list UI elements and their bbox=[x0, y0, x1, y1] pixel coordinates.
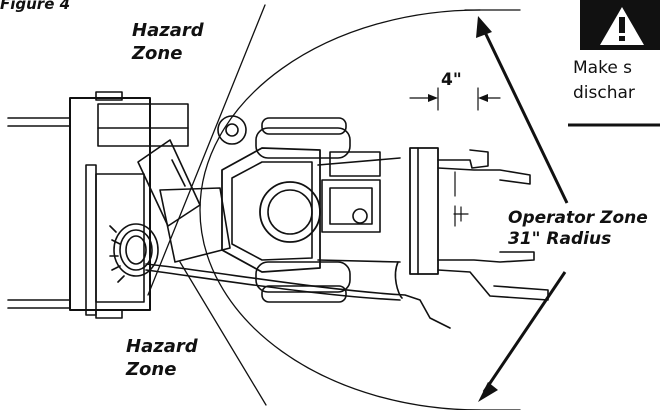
operator-zone-arc bbox=[199, 9, 481, 410]
hazard-zone-bottom-line1: Hazard bbox=[126, 336, 198, 357]
hazard-zone-top-label: Hazard Zone bbox=[132, 20, 204, 65]
discharge-chute bbox=[137, 139, 231, 263]
auger-spiral bbox=[109, 223, 159, 283]
dimension-4in-label: 4" bbox=[441, 70, 462, 90]
operator-zone-label: Operator Zone 31" Radius bbox=[508, 208, 648, 251]
operator-zone-line2: 31" Radius bbox=[508, 229, 612, 250]
hazard-zone-top-line1: Hazard bbox=[132, 20, 204, 41]
figure-label: Figure 4 bbox=[0, 0, 71, 13]
wheels bbox=[255, 117, 351, 303]
hazard-line-top bbox=[147, 4, 266, 296]
engine bbox=[221, 147, 381, 273]
warning-triangle-icon bbox=[580, 0, 660, 50]
hazard-zone-bottom-line2: Zone bbox=[126, 358, 177, 380]
hazard-zone-top-line2: Zone bbox=[132, 42, 183, 64]
control-cable bbox=[145, 263, 451, 329]
operator-zone-line1: Operator Zone bbox=[508, 208, 648, 228]
hazard-line-bottom bbox=[179, 261, 267, 406]
handlebars bbox=[437, 149, 549, 301]
warning-text-line1: Make s bbox=[573, 58, 633, 78]
warning-text: Make s dischar bbox=[573, 56, 635, 105]
warning-text-line2: dischar bbox=[573, 82, 635, 103]
operator-zone-arrows bbox=[476, 16, 569, 402]
auger-housing bbox=[7, 91, 189, 319]
hazard-zone-bottom-label: Hazard Zone bbox=[126, 336, 198, 381]
